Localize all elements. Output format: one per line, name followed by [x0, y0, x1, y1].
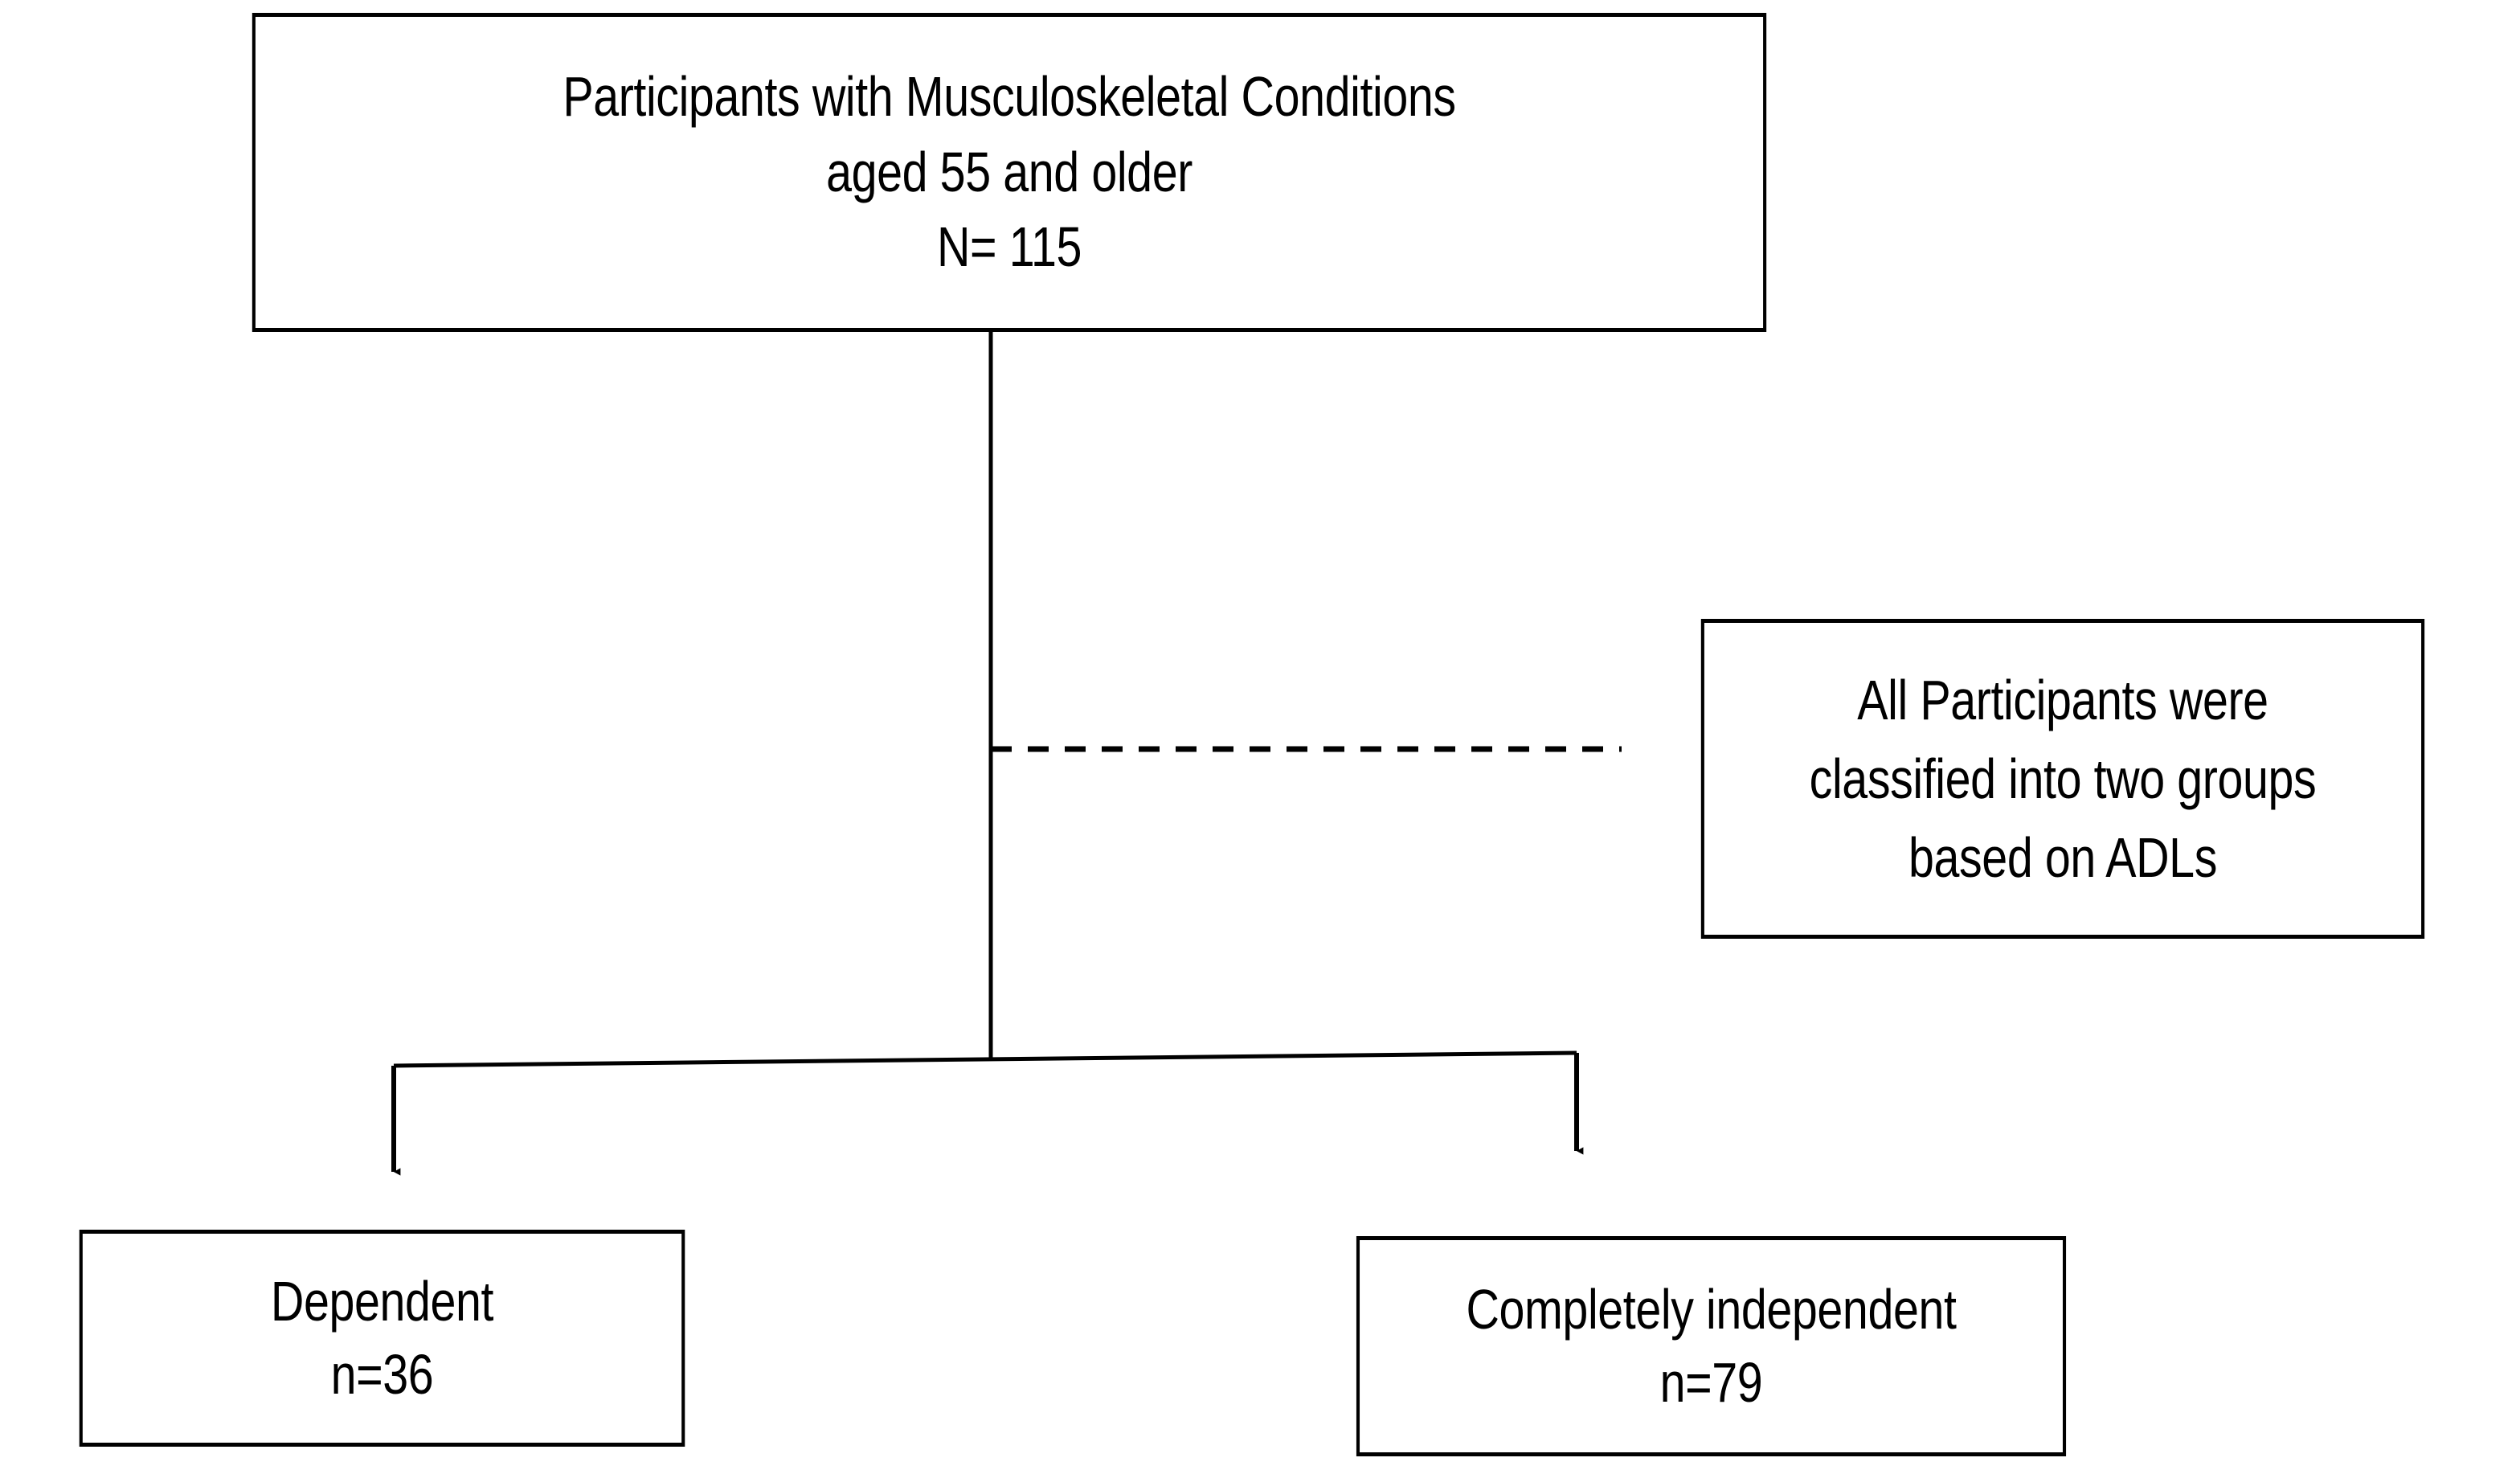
dependent-box: Dependent n=36: [79, 1230, 685, 1447]
participants-box: Participants with Musculoskeletal Condit…: [252, 13, 1767, 332]
classification-note-line-1: All Participants were: [1857, 669, 2268, 731]
classification-note-line-3: based on ADLs: [1908, 826, 2217, 889]
classification-note-box: All Participants were classified into tw…: [1700, 619, 2425, 939]
participants-box-line-2: aged 55 and older: [826, 140, 1192, 203]
completely-independent-box-label: Completely independent: [1466, 1278, 1957, 1341]
completely-independent-box-count: n=79: [1659, 1351, 1763, 1414]
dependent-box-count: n=36: [330, 1343, 434, 1406]
participants-box-count: N= 115: [937, 215, 1082, 279]
branch-bar: [393, 1050, 1577, 1068]
dependent-box-label: Dependent: [270, 1270, 494, 1333]
participants-box-line-1: Participants with Musculoskeletal Condit…: [562, 64, 1456, 128]
completely-independent-box: Completely independent n=79: [1356, 1236, 2067, 1456]
classification-note-line-2: classified into two groups: [1809, 747, 2317, 810]
